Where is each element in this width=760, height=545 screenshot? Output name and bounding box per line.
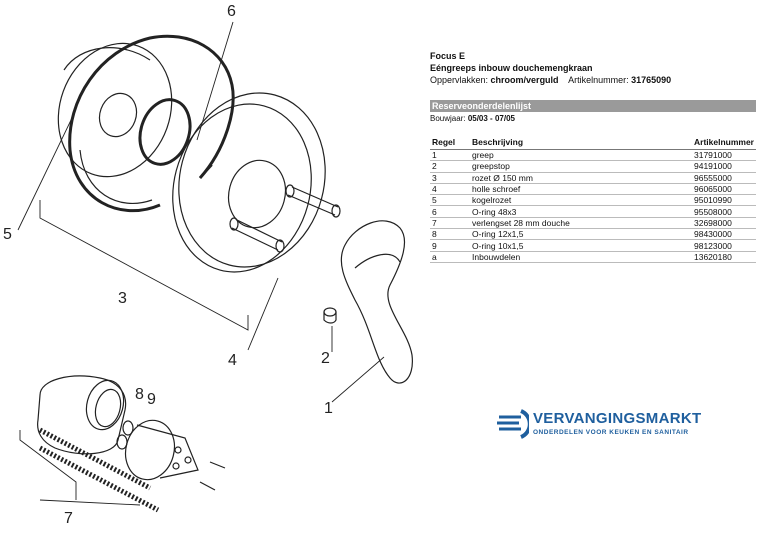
o-ring-48x3-part [138, 98, 192, 166]
cell-artikelnummer: 13620180 [692, 251, 756, 263]
cell-artikelnummer: 98430000 [692, 228, 756, 241]
handle-lever-part [340, 220, 413, 384]
cell-beschrijving: O-ring 10x1,5 [470, 239, 692, 252]
small-o-rings-part [116, 420, 134, 450]
cell-artikelnummer: 32698000 [692, 217, 756, 230]
year-range: Bouwjaar: 05/03 - 07/05 [430, 114, 515, 124]
leader-lines [17, 21, 385, 506]
article-value: 31765090 [631, 75, 672, 85]
cell-beschrijving: verlengset 28 mm douche [470, 217, 692, 230]
cell-beschrijving: holle schroef [470, 183, 692, 196]
cell-regel: 3 [430, 172, 470, 184]
cell-regel: 5 [430, 194, 470, 207]
product-name: Eéngreeps inbouw douchemengkraan [430, 63, 593, 73]
cell-beschrijving: O-ring 48x3 [470, 205, 692, 218]
callout-8: 8 [135, 386, 144, 403]
split-ring-part [68, 34, 235, 213]
product-info: Focus E Eéngreeps inbouw douchemengkraan… [430, 50, 756, 86]
cell-regel: 9 [430, 239, 470, 252]
cell-beschrijving: greep [470, 149, 692, 162]
cell-beschrijving: kogelrozet [470, 194, 692, 207]
callout-9: 9 [147, 391, 156, 408]
cell-artikelnummer: 98123000 [692, 239, 756, 252]
extension-set-part [37, 375, 226, 513]
surface-label: Oppervlakken: [430, 75, 489, 85]
year-value: 05/03 - 07/05 [467, 114, 515, 123]
cover-rosette-part [172, 92, 326, 273]
cell-artikelnummer: 31791000 [692, 149, 756, 162]
cell-regel: 7 [430, 217, 470, 230]
hollow-screw-parts [229, 184, 341, 253]
handle-stop-part [323, 307, 337, 324]
cell-artikelnummer: 94191000 [692, 160, 756, 173]
parts-list-title: Reserveonderdelenlijst [430, 100, 756, 112]
cell-regel: 4 [430, 183, 470, 196]
callout-1: 1 [324, 400, 333, 417]
callout-7: 7 [64, 510, 73, 527]
column-header-regel: Regel [430, 135, 470, 150]
cell-regel: 8 [430, 228, 470, 241]
cell-artikelnummer: 96555000 [692, 172, 756, 184]
callout-2: 2 [321, 350, 330, 367]
logo-tagline: ONDERDELEN VOOR KEUKEN EN SANITAIR [533, 429, 689, 436]
callout-4: 4 [228, 352, 237, 369]
ball-rosette-part [57, 42, 173, 178]
year-label: Bouwjaar: [430, 114, 466, 123]
model-name: Focus E [430, 51, 466, 61]
cell-beschrijving: greepstop [470, 160, 692, 173]
column-header-beschrijving: Beschrijving [470, 135, 692, 150]
callout-3: 3 [118, 290, 127, 307]
article-label: Artikelnummer: [568, 75, 629, 85]
surface-and-article: Oppervlakken: chroom/verguld Artikelnumm… [430, 74, 756, 86]
cell-beschrijving: O-ring 12x1,5 [470, 228, 692, 241]
vervangingsmarkt-logo: VERVANGINGSMARKT ONDERDELEN VOOR KEUKEN … [495, 404, 715, 444]
cell-beschrijving: rozet Ø 150 mm [470, 172, 692, 184]
cell-artikelnummer: 95508000 [692, 205, 756, 218]
cell-regel: 2 [430, 160, 470, 173]
cell-regel: 1 [430, 149, 470, 162]
surface-value: chroom/verguld [490, 75, 559, 85]
column-header-artikelnummer: Artikelnummer [692, 135, 756, 150]
logo-name: VERVANGINGSMARKT [533, 410, 702, 427]
cell-artikelnummer: 95010990 [692, 194, 756, 207]
cell-regel: a [430, 251, 470, 263]
callout-6: 6 [227, 3, 236, 20]
callout-5: 5 [3, 226, 12, 243]
cell-artikelnummer: 96065000 [692, 183, 756, 196]
logo-mark-icon [497, 409, 529, 439]
table-header-row: Regel Beschrijving Artikelnummer [430, 135, 756, 150]
cell-regel: 6 [430, 205, 470, 218]
cell-beschrijving: Inbouwdelen [470, 251, 692, 263]
